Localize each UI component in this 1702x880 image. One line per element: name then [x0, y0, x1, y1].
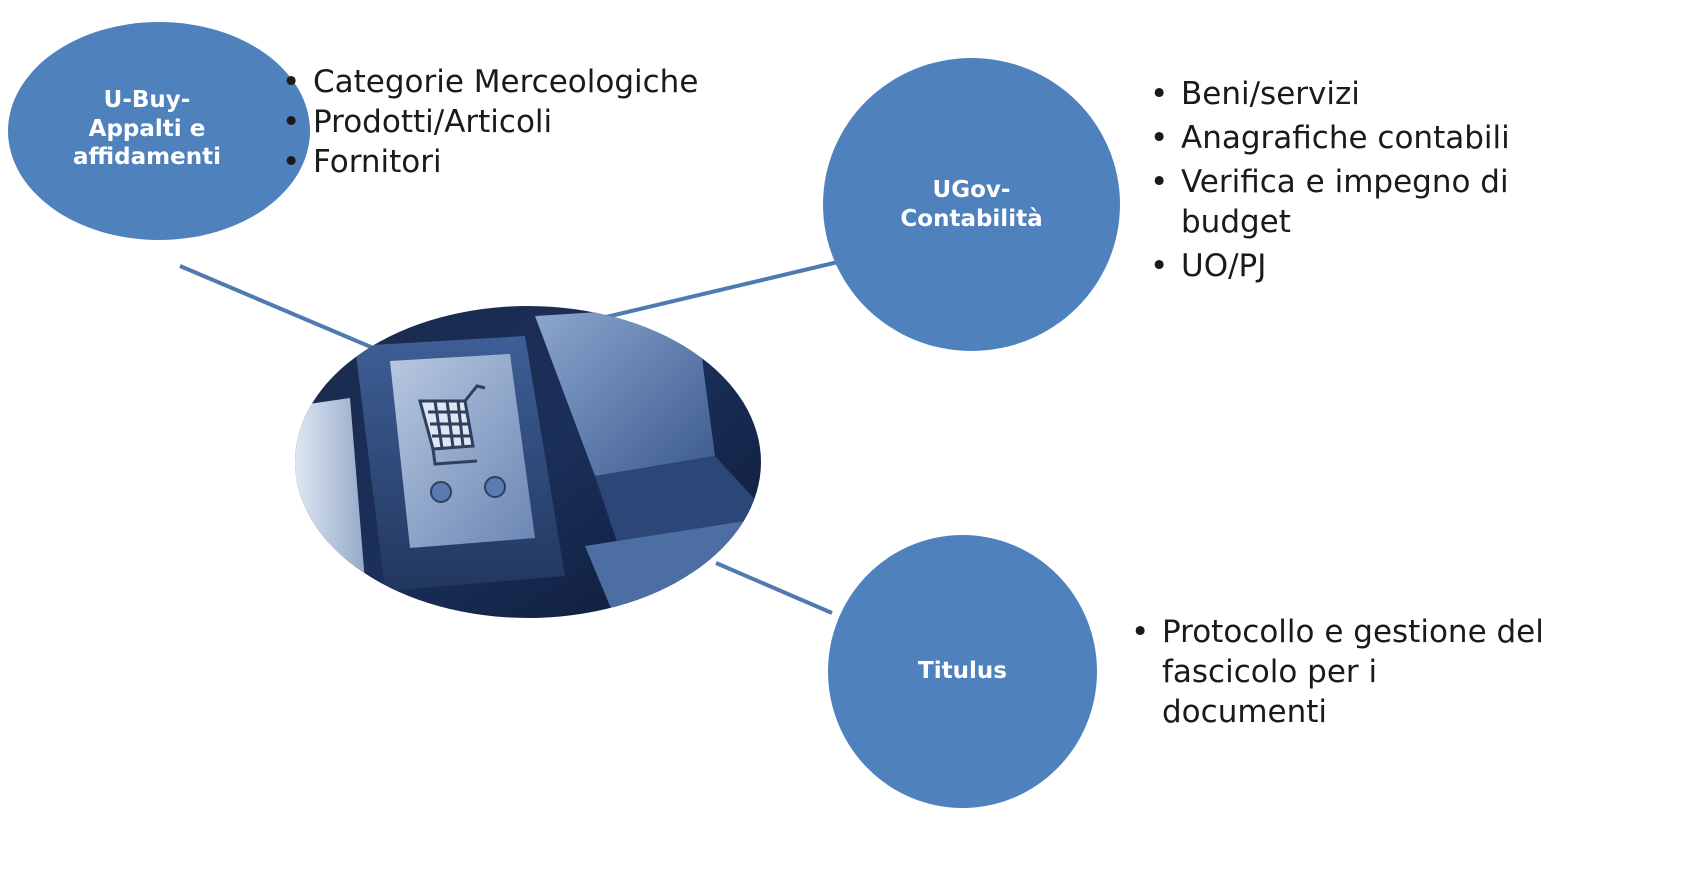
bullet-item: Verifica e impegno di budget [1150, 162, 1550, 242]
bullet-item: Prodotti/Articoli [282, 102, 698, 142]
bullet-item: Categorie Merceologiche [282, 62, 698, 102]
shopping-cart-key-image [295, 306, 761, 618]
titulus-bullet-list: Protocollo e gestione del fascicolo per … [1131, 612, 1551, 732]
ubuy-bullet-list: Categorie Merceologiche Prodotti/Articol… [282, 62, 698, 182]
node-titulus: Titulus [828, 535, 1097, 808]
bullet-item: Anagrafiche contabili [1150, 118, 1550, 158]
ugov-bullet-list: Beni/servizi Anagrafiche contabili Verif… [1150, 74, 1550, 290]
connector-titulus [715, 561, 833, 615]
bullet-item: UO/PJ [1150, 246, 1550, 286]
node-titulus-label: Titulus [918, 658, 1007, 685]
node-ubuy: U-Buy- Appalti e affidamenti [8, 22, 310, 240]
bullet-item: Protocollo e gestione del fascicolo per … [1131, 612, 1551, 732]
bullet-item: Fornitori [282, 142, 698, 182]
node-ubuy-label: U-Buy- Appalti e affidamenti [73, 86, 221, 171]
connector-ubuy [179, 264, 379, 352]
shopping-cart-icon [418, 384, 486, 466]
node-ugov: UGov- Contabilità [823, 58, 1120, 351]
connector-ugov [601, 260, 839, 320]
bullet-item: Beni/servizi [1150, 74, 1550, 114]
node-ugov-label: UGov- Contabilità [900, 176, 1043, 232]
